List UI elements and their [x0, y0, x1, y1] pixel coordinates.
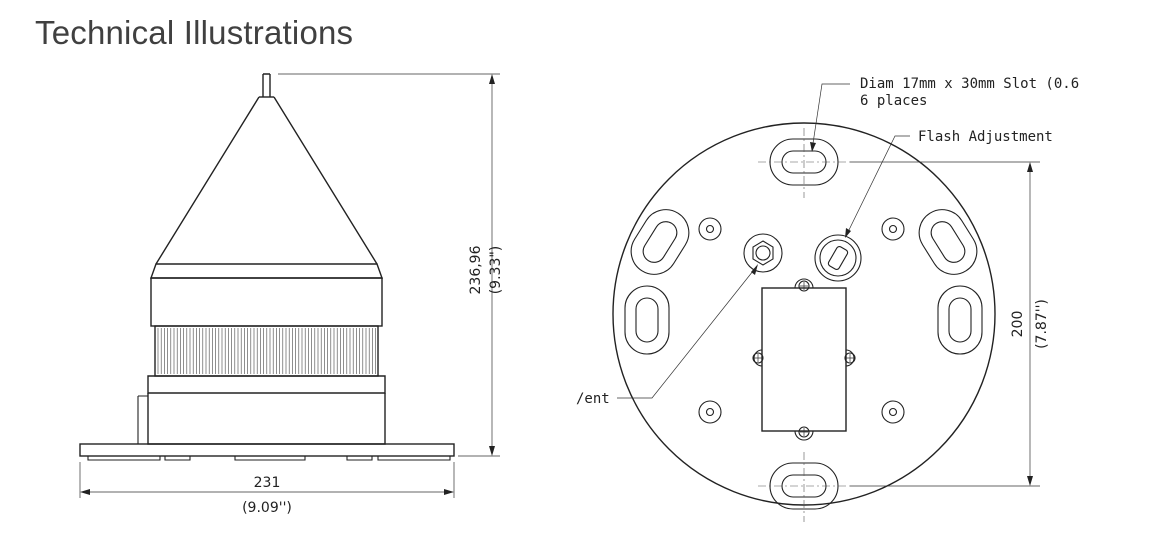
mounting-slot	[918, 209, 978, 275]
screw-hole	[881, 217, 905, 241]
width-in-label: (9.09'')	[242, 500, 292, 516]
upper-body	[150, 277, 383, 327]
screw-hole	[698, 400, 722, 424]
slot-note-line1: Diam 17mm x 30mm Slot (0.6	[860, 76, 1079, 92]
foot	[346, 456, 373, 461]
top-view	[612, 83, 1040, 522]
foot	[164, 456, 191, 461]
width-mm-label: 231	[254, 475, 281, 491]
slot-note-line2: 6 places	[860, 93, 927, 109]
vent-leader	[617, 265, 758, 399]
mounting-slot	[937, 285, 983, 355]
mounting-slot	[624, 285, 670, 355]
cover-screw	[752, 349, 764, 367]
screw-hole	[881, 400, 905, 424]
page-title: Technical Illustrations	[35, 14, 354, 51]
foot	[87, 456, 161, 461]
flash-leader	[845, 135, 910, 237]
foot	[377, 456, 451, 461]
side-view	[79, 73, 500, 498]
slot-leader	[811, 83, 850, 151]
centerlines	[758, 128, 850, 522]
vent-nut	[743, 233, 783, 273]
flash-adjustment-label: Flash Adjustment	[918, 129, 1053, 145]
cover-plate	[761, 287, 847, 432]
base-bracket	[137, 395, 148, 444]
foot	[234, 456, 306, 461]
cone	[155, 96, 378, 265]
diameter-mm-label: 200	[1010, 311, 1026, 338]
diameter-in-label: (7.87'')	[1034, 299, 1050, 349]
mounting-slot	[630, 209, 690, 275]
vent-label: /ent	[576, 391, 610, 407]
screw-hole	[698, 217, 722, 241]
lower-body	[147, 375, 386, 394]
antenna-tip	[262, 73, 271, 97]
top-cap	[150, 263, 383, 279]
cover-screw	[794, 426, 814, 441]
height-mm-label: 236,96	[468, 245, 484, 294]
base-plate	[79, 443, 455, 457]
cover-screw	[794, 278, 814, 292]
lens-fins	[157, 328, 376, 374]
height-in-label: (9.33")	[488, 246, 504, 295]
cover-screw	[844, 349, 856, 367]
base-housing	[147, 393, 386, 445]
flash-adjustment-knob	[814, 234, 862, 282]
